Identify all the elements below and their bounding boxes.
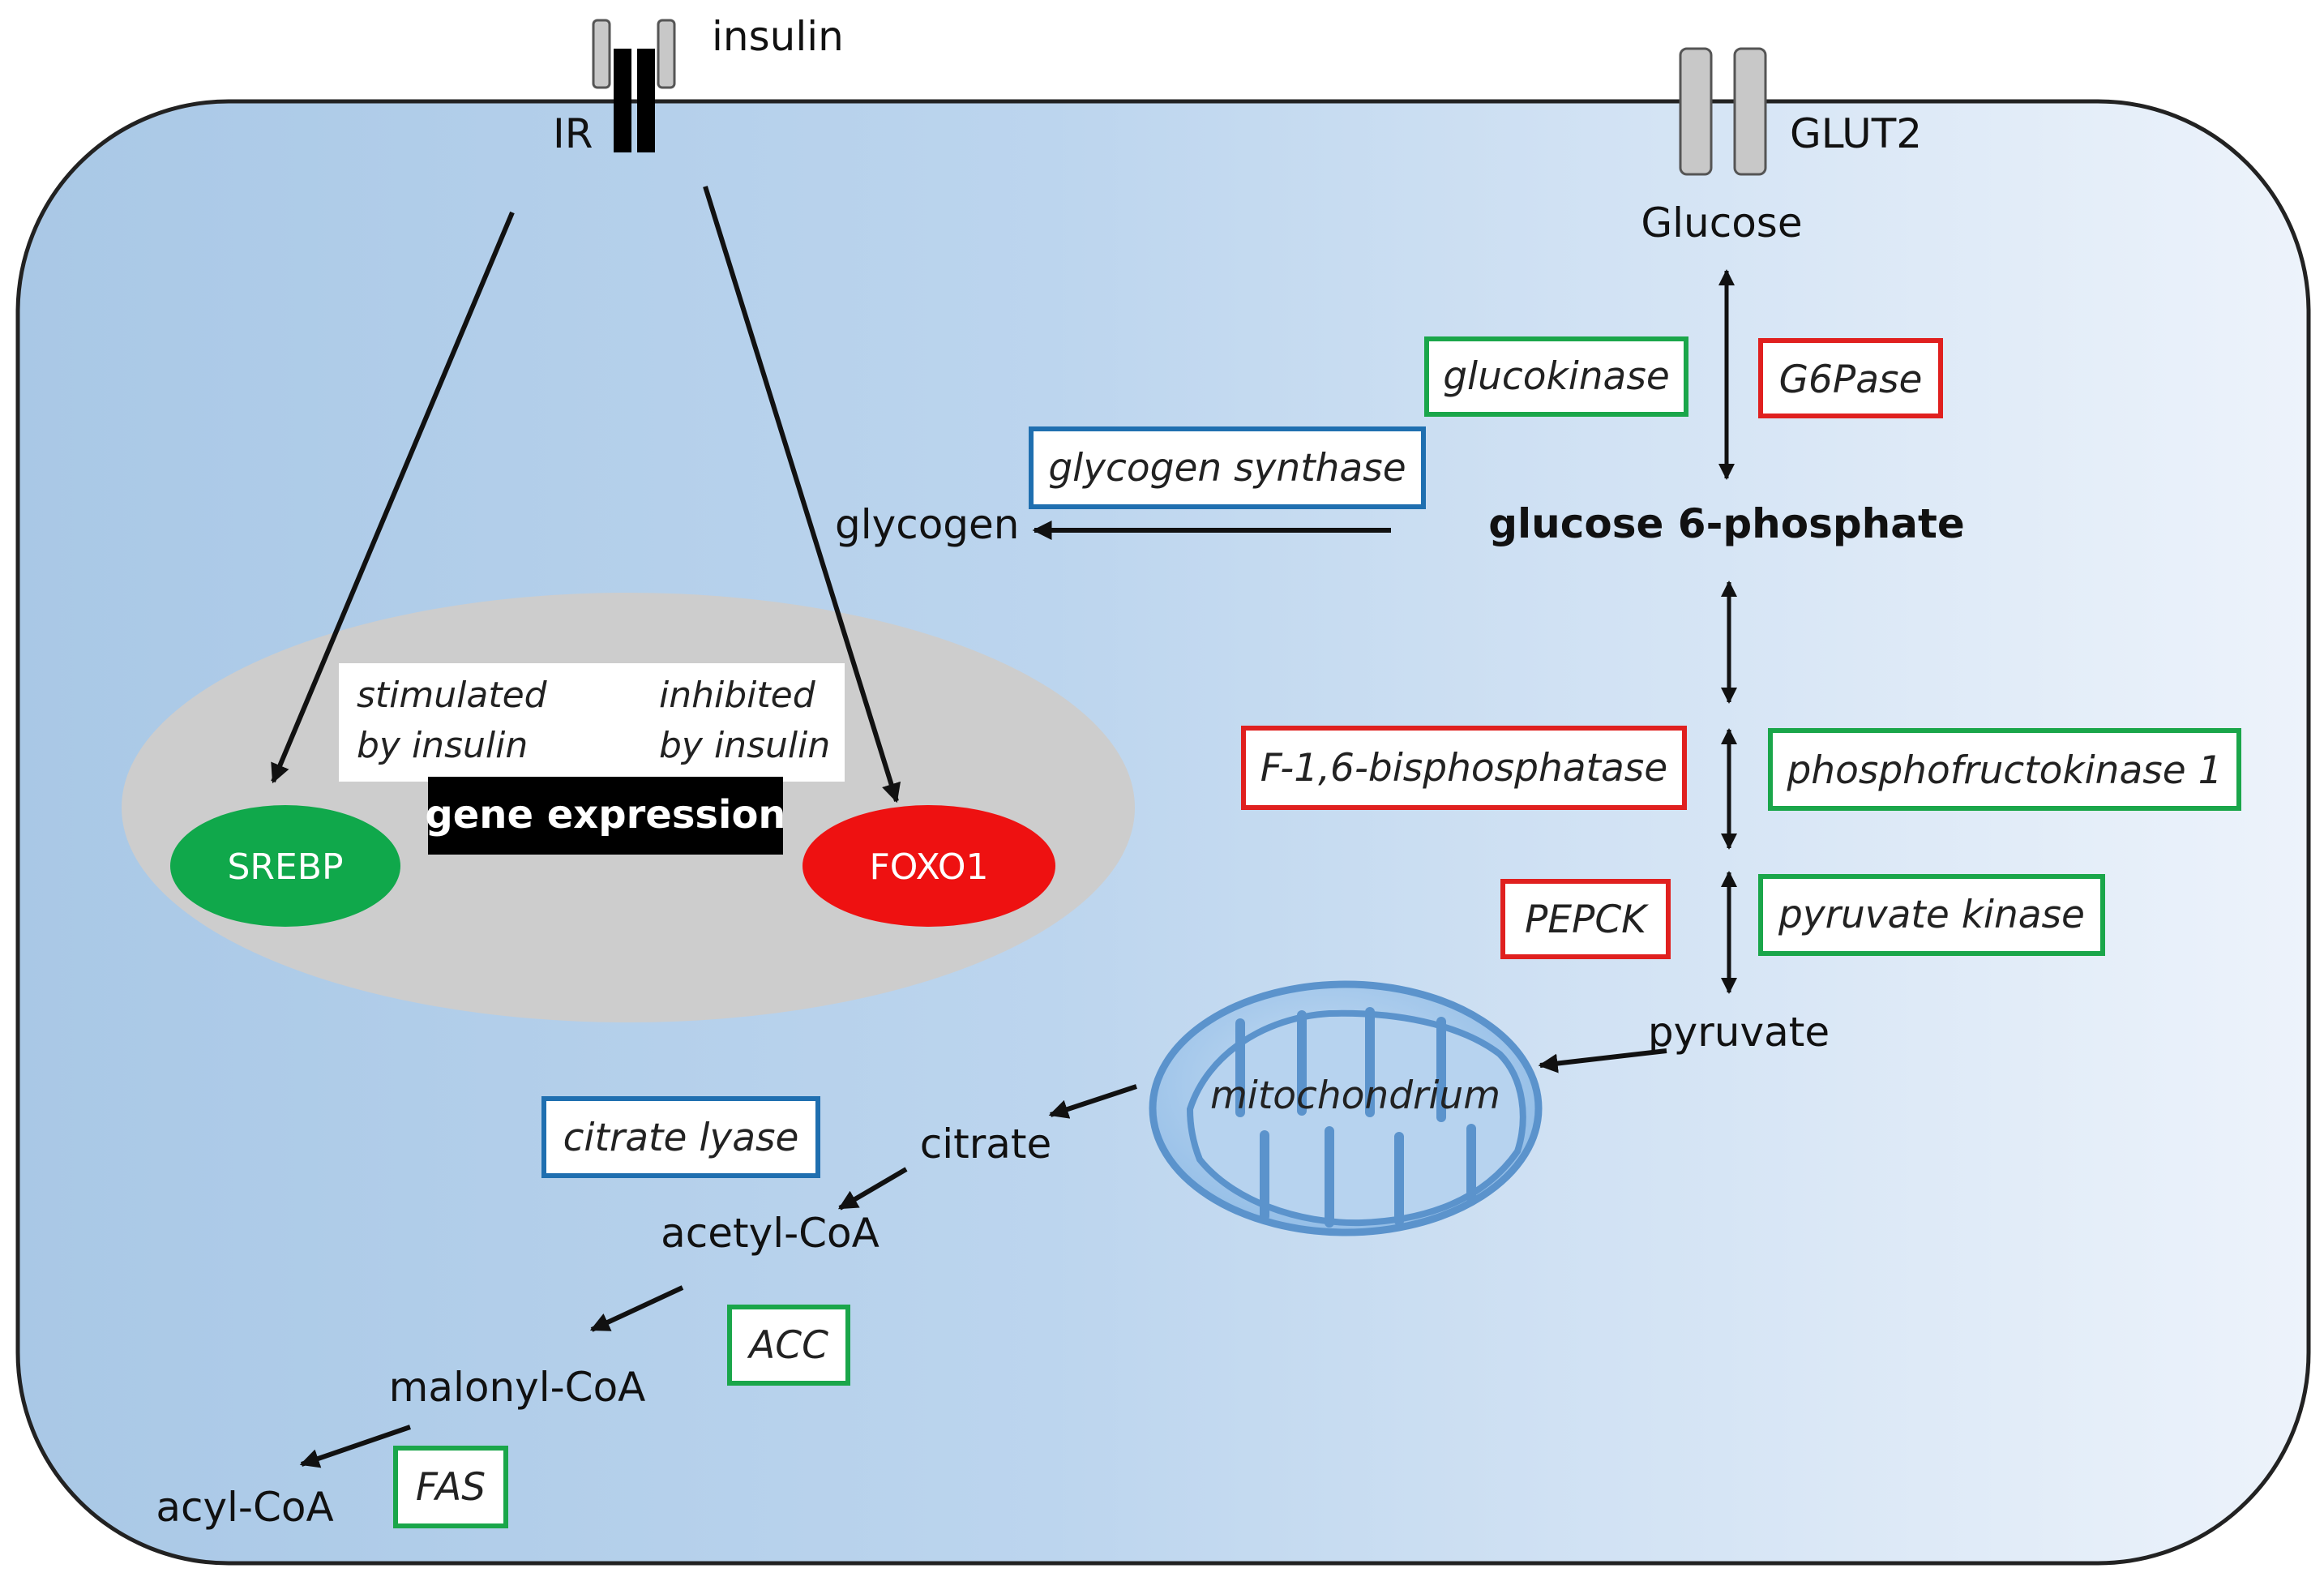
g6pase-box — [1758, 338, 1943, 418]
glycogen-synthase-box — [1029, 426, 1426, 509]
insulin-receptor — [592, 19, 676, 152]
arrow-ir-to-foxo1 — [703, 186, 901, 803]
arrow-acetylcoa-to-malonylcoa — [589, 1285, 684, 1332]
stimulated-by-insulin-label-2: by insulin — [357, 725, 528, 766]
citrate-lyase-box — [541, 1096, 820, 1178]
pepck-box — [1500, 879, 1671, 959]
ir-label: IR — [553, 110, 593, 157]
hepatocyte-cell — [15, 99, 2311, 1566]
foxo1-node — [802, 805, 1055, 927]
srebp-node — [170, 805, 400, 927]
f16bisphosphatase-box — [1241, 726, 1687, 810]
malonyl-coa-label: malonyl-CoA — [389, 1364, 646, 1411]
insulin-label: insulin — [712, 13, 844, 60]
pyruvate-kinase-label: pyruvate kinase — [1778, 893, 2085, 937]
arrow-mitochondrion-to-citrate — [1048, 1084, 1137, 1119]
phosphofructokinase-label: phosphofructokinase 1 — [1786, 748, 2222, 793]
mitochondrion-label: mitochondrium — [1210, 1073, 1500, 1118]
pyruvate-kinase-box — [1758, 874, 2105, 956]
acc-box — [727, 1305, 850, 1386]
glucokinase-label: glucokinase — [1443, 354, 1670, 399]
acetyl-coa-label: acetyl-CoA — [661, 1210, 880, 1257]
stimulated-by-insulin-label: stimulated — [357, 675, 548, 716]
glut2-label: GLUT2 — [1790, 110, 1922, 157]
arrow-malonylcoa-to-acylcoa — [299, 1425, 411, 1468]
glucokinase-box — [1424, 336, 1688, 417]
inhibited-by-insulin-label-2: by insulin — [659, 725, 830, 766]
f16bisphosphatase-label: F-1,6-bisphosphatase — [1260, 746, 1667, 791]
acc-label: ACC — [747, 1323, 828, 1368]
arrow-citrate-to-acetylcoa — [837, 1167, 908, 1211]
gene-expression-label: gene expression — [425, 792, 785, 838]
pyruvate-label: pyruvate — [1648, 1009, 1830, 1056]
citrate-lyase-label: citrate lyase — [563, 1116, 799, 1160]
inhibited-by-insulin-label: inhibited — [659, 675, 816, 716]
arrow-pyruvate-to-mitochondrion — [1538, 1048, 1667, 1073]
fas-label: FAS — [416, 1465, 486, 1510]
regulation-legend-box — [339, 663, 845, 782]
pepck-label: PEPCK — [1525, 898, 1649, 942]
glycogen-synthase-label: glycogen synthase — [1048, 446, 1406, 491]
g6pase-label: G6Pase — [1779, 358, 1923, 402]
citrate-label: citrate — [920, 1121, 1052, 1168]
srebp-label: SREBP — [227, 846, 343, 888]
acyl-coa-label: acyl-CoA — [156, 1484, 333, 1531]
fas-box — [393, 1446, 508, 1528]
glycogen-label: glycogen — [835, 501, 1020, 548]
foxo1-label: FOXO1 — [869, 846, 988, 888]
glucose-6-phosphate-label: glucose 6-phosphate — [1488, 500, 1965, 547]
glut2-transporter — [1679, 47, 1767, 176]
phosphofructokinase-box — [1768, 728, 2241, 811]
gene-expression-banner — [428, 777, 783, 855]
arrow-ir-to-srebp — [271, 211, 515, 784]
mitochondrion — [1149, 980, 1543, 1236]
glucose-label: Glucose — [1641, 199, 1802, 246]
